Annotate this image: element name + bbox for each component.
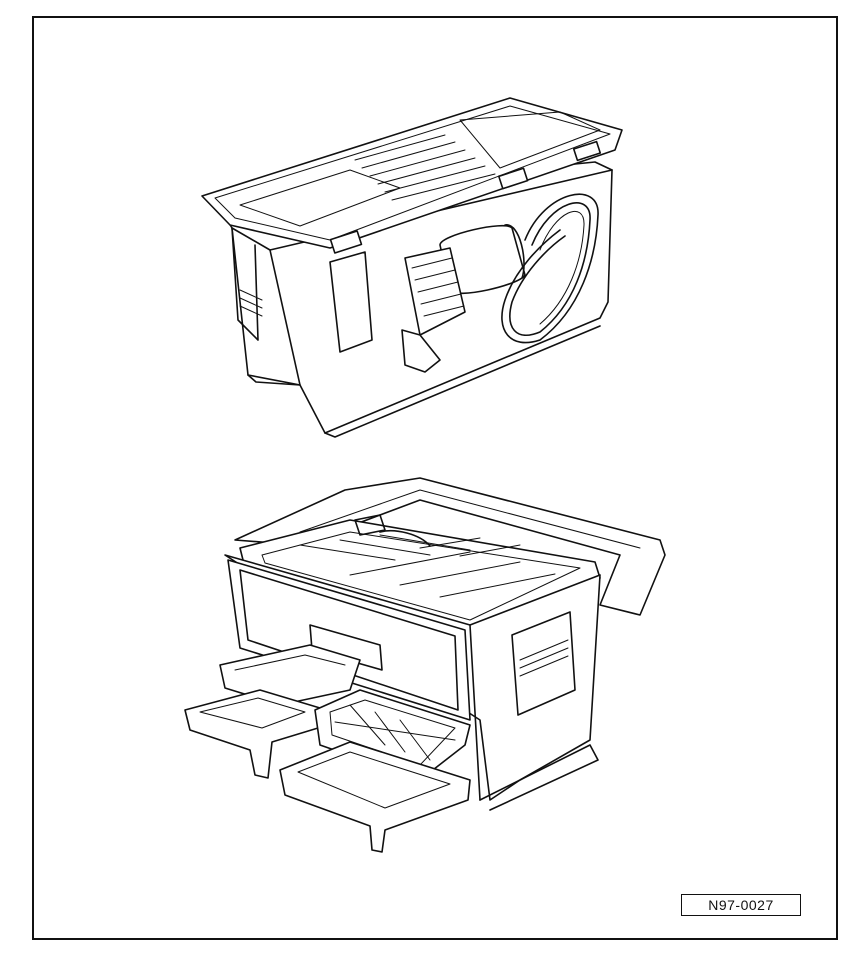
figure-reference-code: N97-0027 [681,894,801,916]
closed-case [201,97,623,438]
open-case [184,477,666,853]
figure-frame [32,16,838,940]
